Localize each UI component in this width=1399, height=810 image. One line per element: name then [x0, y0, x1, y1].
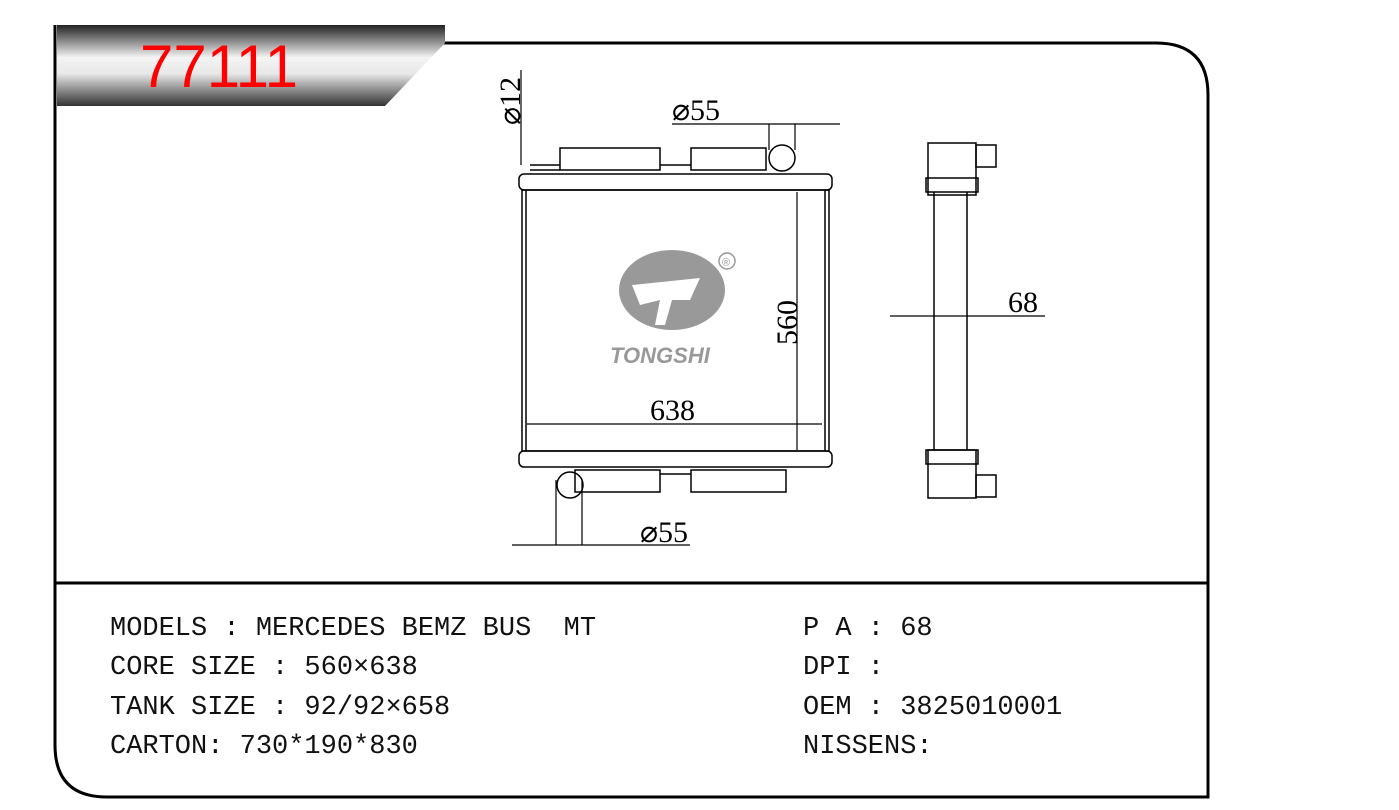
spec-dpi: DPI :	[803, 653, 885, 683]
registered-mark: ®	[722, 257, 730, 269]
spec-models: MODELS : MERCEDES BEMZ BUS MT	[110, 614, 597, 644]
part-number: 77111	[140, 33, 298, 100]
dim-top-pipe-diameter: ⌀55	[672, 94, 720, 127]
spec-nissens: NISSENS:	[803, 732, 933, 762]
dim-core-height: 560	[771, 300, 804, 345]
tongshi-logo: ® TONGSHI	[610, 250, 736, 368]
dim-core-width: 638	[650, 394, 695, 427]
sheet-frame	[53, 25, 1210, 799]
dim-core-depth: 68	[1008, 286, 1038, 319]
title-banner: 77111	[57, 25, 445, 106]
dimension-lines	[512, 70, 1045, 546]
logo-text: TONGSHI	[610, 343, 711, 368]
spec-pa: P A : 68	[803, 614, 933, 644]
dim-bottom-pipe-diameter: ⌀55	[640, 516, 688, 549]
spec-tank-size: TANK SIZE : 92/92×658	[110, 693, 451, 723]
radiator-side-view	[925, 142, 997, 499]
spec-carton: CARTON: 730*190*830	[110, 732, 418, 762]
dim-inlet-diameter: ⌀12	[494, 77, 527, 125]
spec-core-size: CORE SIZE : 560×638	[110, 653, 418, 683]
spec-oem: OEM : 3825010001	[803, 693, 1063, 723]
radiator-front-view	[518, 144, 833, 499]
